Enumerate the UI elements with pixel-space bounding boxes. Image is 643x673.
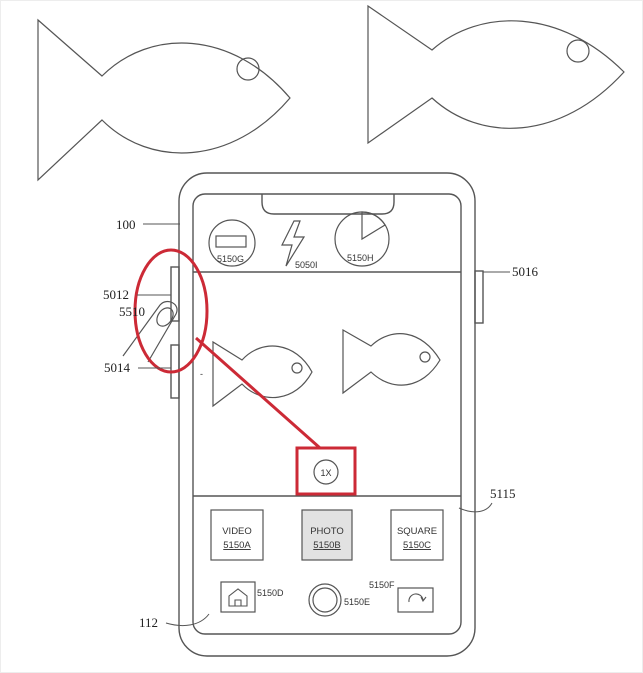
mode-square-label: SQUARE — [397, 526, 437, 537]
phone-screen — [192, 193, 462, 635]
label-timer: 5150H — [347, 253, 374, 263]
highlight-annotations — [133, 248, 357, 496]
timer-control[interactable]: 5150H — [334, 211, 390, 267]
finger-illustration — [122, 301, 178, 363]
label-mode-g: 5150G — [217, 254, 244, 264]
switch-camera-button[interactable]: 5150F — [369, 580, 434, 613]
highlight-connector — [195, 336, 321, 450]
mode-video-button[interactable]: VIDEO 5150A — [210, 509, 264, 561]
side-button — [474, 270, 484, 324]
volume-up-button — [170, 266, 180, 322]
label-bottom-button: 5014 — [104, 360, 131, 375]
mode-photo-button[interactable]: PHOTO 5150B — [301, 509, 353, 561]
gallery-button[interactable]: 5150D — [220, 581, 284, 613]
shutter-button[interactable]: 5150E — [308, 583, 370, 617]
zoom-label: 1X — [320, 468, 331, 478]
label-device: 100 — [116, 217, 136, 232]
mode-video-label: VIDEO — [222, 526, 252, 537]
reference-labels: 100 5012 5510 5014 5016 5115 112 — [103, 217, 539, 630]
phone-notch — [261, 194, 395, 215]
highlight-zoom-box — [295, 446, 357, 496]
mode-video-ref: 5150A — [223, 540, 251, 551]
mode-square-button[interactable]: SQUARE 5150C — [390, 509, 444, 561]
label-gallery: 5150D — [257, 588, 284, 598]
label-lower-panel: 5115 — [490, 486, 516, 501]
mode-photo-ref: 5150B — [313, 540, 340, 551]
label-screen: 112 — [139, 615, 158, 630]
highlight-ellipse — [133, 248, 209, 374]
label-flash: 5050I — [295, 260, 318, 270]
label-switch-camera: 5150F — [369, 580, 395, 590]
label-finger: 5510 — [119, 304, 145, 319]
zoom-button[interactable]: 1X — [313, 459, 339, 485]
large-fish-right — [367, 4, 625, 145]
mode-g-control[interactable]: 5150G — [208, 219, 256, 267]
viewfinder-fish-left — [212, 340, 313, 408]
large-fish-left — [37, 18, 291, 182]
viewfinder-fish-right — [342, 328, 441, 395]
dash-mark: - — [200, 369, 203, 379]
flash-icon[interactable] — [281, 220, 306, 267]
label-shutter: 5150E — [344, 597, 370, 607]
mode-photo-label: PHOTO — [310, 526, 344, 537]
label-side-button: 5016 — [512, 264, 539, 279]
phone-device — [170, 172, 484, 657]
label-top-button: 5012 — [103, 287, 129, 302]
mode-square-ref: 5150C — [403, 540, 431, 551]
